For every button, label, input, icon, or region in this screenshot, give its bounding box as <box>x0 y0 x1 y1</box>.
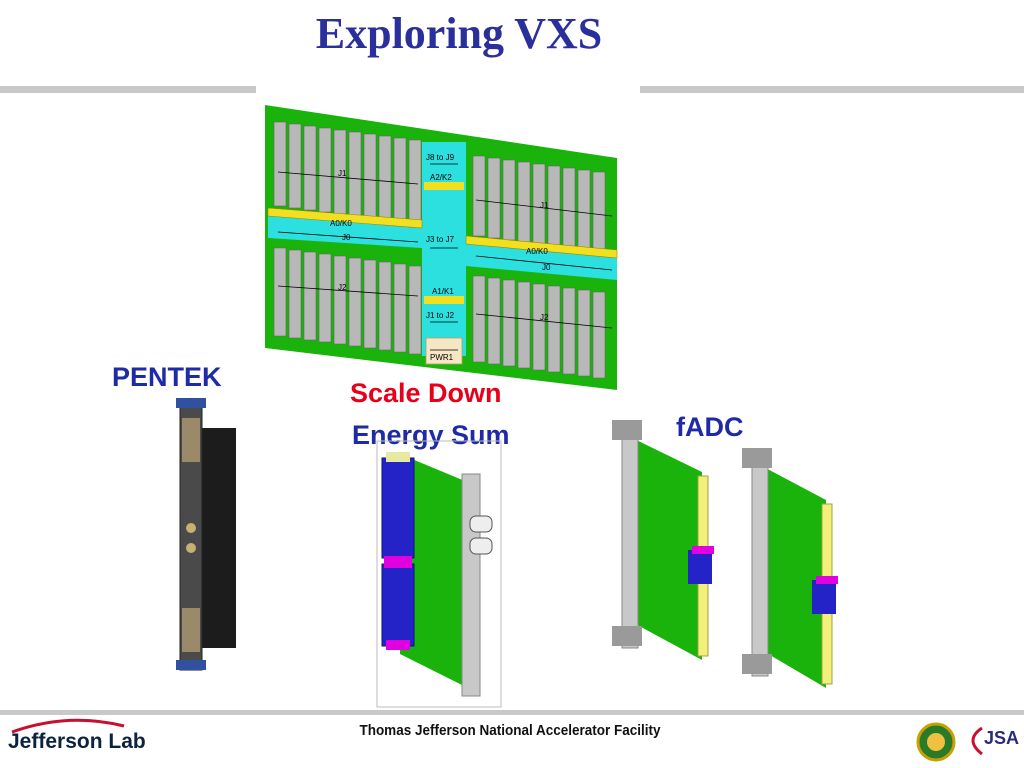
left-bottom-slots <box>273 247 422 355</box>
label-a2k2: A2/K2 <box>430 173 452 182</box>
jsa-swirl-icon <box>971 726 983 756</box>
title-rule-left <box>0 86 256 93</box>
pentek-label: PENTEK <box>112 362 222 392</box>
jefferson-lab-logo: Jefferson Lab <box>8 730 146 753</box>
footer-institution: Thomas Jefferson National Accelerator Fa… <box>359 722 661 739</box>
pwr1-block <box>425 337 463 365</box>
label-j2-right: J2 <box>540 313 549 322</box>
energy-sum-board-image <box>376 440 502 708</box>
right-bottom-slots <box>472 275 606 379</box>
right-top-slots <box>472 155 606 253</box>
label-j0-left: J0 <box>342 233 351 242</box>
a2k2-strip <box>424 182 464 190</box>
left-a0k0-strip <box>267 207 423 229</box>
label-j0-right: J0 <box>542 263 551 272</box>
a1k1-strip <box>424 296 464 304</box>
label-j2-left: J2 <box>338 283 347 292</box>
center-switch-slot <box>422 142 466 356</box>
label-j1-to-j2: J1 to J2 <box>426 311 455 320</box>
dimension-arrows <box>277 163 613 351</box>
jlab-swoosh-icon <box>11 718 125 734</box>
fadc-label: fADC <box>676 412 744 442</box>
label-a1k1: A1/K1 <box>432 287 454 296</box>
left-top-slots <box>273 121 422 225</box>
pentek-board-image <box>176 398 236 671</box>
slide-title: Exploring VXS <box>315 9 603 58</box>
label-a0k0-left: A0/K0 <box>330 219 352 228</box>
label-j8-to-j9: J8 to J9 <box>426 153 455 162</box>
vxs-backplane-diagram: J8 to J9 A2/K2 J1 J1 A0/K0 A0/K0 J0 J0 J… <box>265 105 618 390</box>
title-rule-right <box>640 86 1024 93</box>
label-j1-left: J1 <box>338 169 347 178</box>
jsa-logo: JSA <box>984 728 1020 748</box>
label-pwr1: PWR1 <box>430 353 454 362</box>
label-a0k0-right: A0/K0 <box>526 247 548 256</box>
fadc-board-1-image <box>612 420 714 660</box>
right-a0k0-strip <box>465 235 618 259</box>
fadc-board-2-image <box>742 448 838 688</box>
doe-seal-icon <box>916 722 956 762</box>
footer-rule <box>0 710 1024 715</box>
energy-sum-label: Energy Sum <box>352 420 510 450</box>
label-j1-right: J1 <box>540 201 549 210</box>
scale-down-label: Scale Down <box>350 378 502 408</box>
label-j3-to-j7: J3 to J7 <box>426 235 455 244</box>
